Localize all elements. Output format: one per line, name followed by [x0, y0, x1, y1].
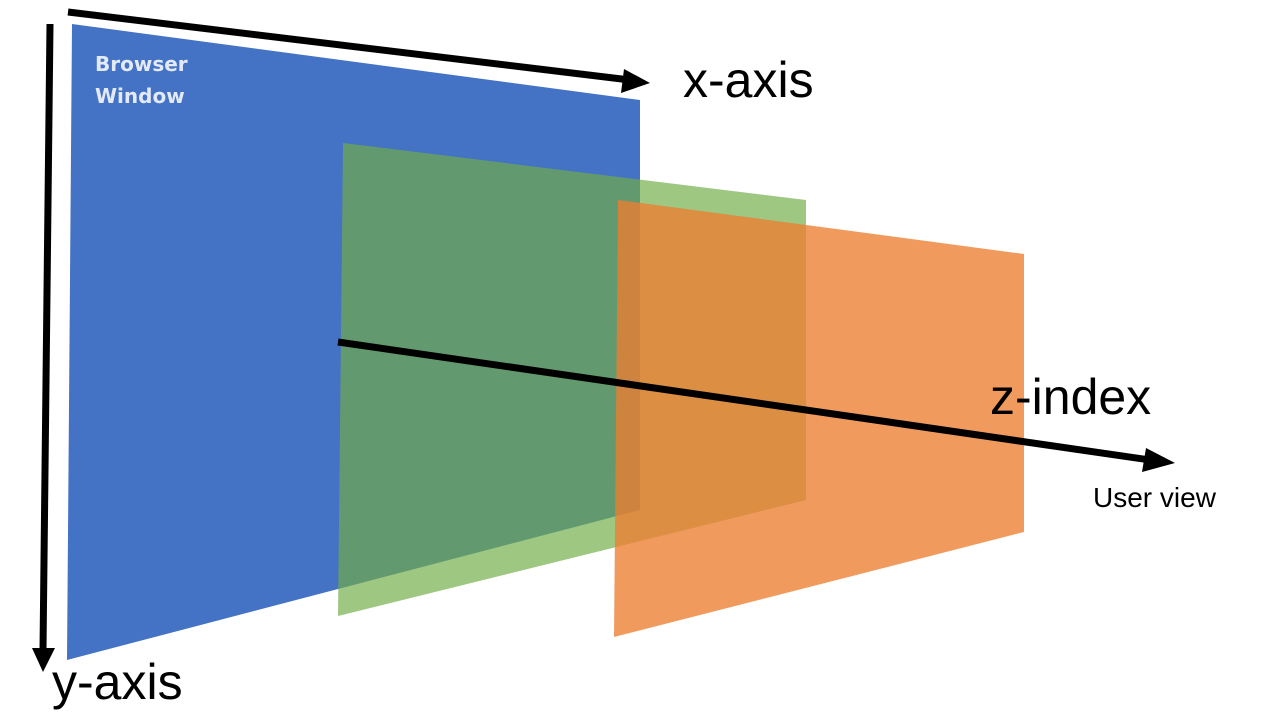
- z-index-arrow: [337, 338, 1151, 464]
- x-axis-arrow: [67, 8, 631, 84]
- y-axis-label: y-axis: [52, 654, 183, 710]
- browser-window-label-line1: Browser: [95, 52, 188, 76]
- z-index-arrowhead: [1142, 448, 1175, 472]
- orange-layer-plane: [614, 200, 1024, 637]
- y-axis-arrowhead: [32, 648, 55, 672]
- x-axis-label: x-axis: [683, 52, 814, 108]
- x-axis-arrowhead: [621, 69, 650, 93]
- z-index-label: z-index: [990, 369, 1151, 425]
- y-axis-arrow: [39, 23, 54, 651]
- browser-window-label-line2: Window: [95, 84, 185, 108]
- user-view-label: User view: [1093, 482, 1217, 513]
